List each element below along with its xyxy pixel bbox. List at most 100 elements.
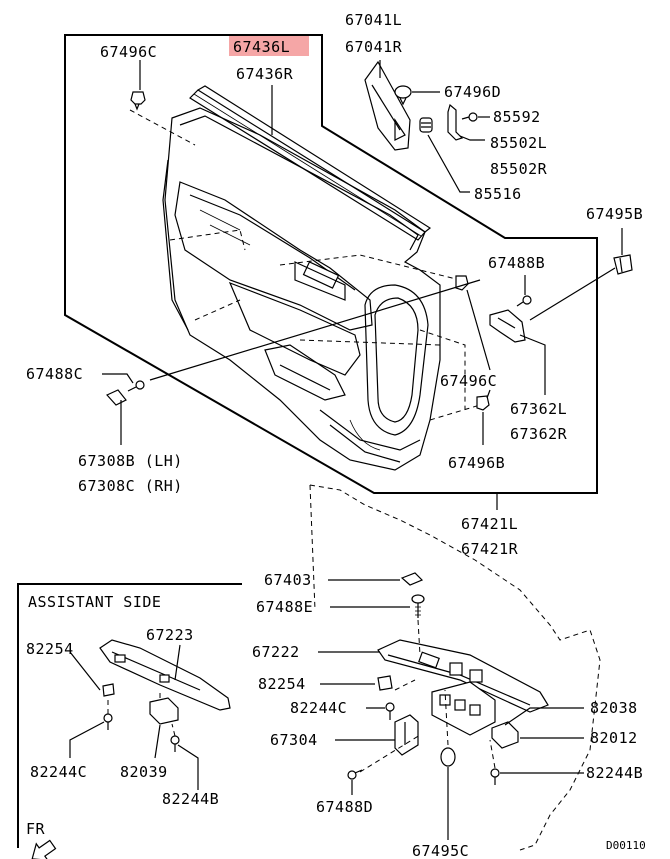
leader-line [519,334,546,395]
label-82254-right: 82254 [258,675,306,693]
guide-line [429,404,481,421]
label-67421l: 67421L [461,515,518,533]
label-67222: 67222 [252,643,300,661]
guide-line [489,739,496,769]
screw-67488d [347,769,363,780]
clip-67496c-top [130,91,146,111]
clip-67496d [394,85,412,106]
guide-line [359,734,421,773]
guide-line [419,329,466,410]
switch-82012 [491,721,519,749]
label-67488e: 67488E [256,598,313,616]
label-67496d: 67496D [444,83,501,101]
label-67488b: 67488B [488,254,545,272]
label-67436r: 67436R [236,65,294,83]
clip-82254-left [102,683,115,697]
label-fr: FR [26,820,46,838]
grommet-85516 [419,117,433,133]
label-67496b: 67496B [448,454,505,472]
screw-85592 [461,112,478,122]
label-67403: 67403 [264,571,312,589]
label-67488c: 67488C [26,365,83,383]
guide-line [444,689,449,746]
label-82254-left: 82254 [26,640,74,658]
guide-line [171,723,176,737]
label-82244b-right: 82244B [586,764,643,782]
label-67495c: 67495C [412,842,469,859]
label-82244c-left: 82244C [30,763,87,781]
clip-67495b [613,254,633,275]
screw-67488c [127,380,145,392]
door-trim-panel [162,107,441,471]
label-67223: 67223 [146,626,194,644]
assistant-side-frame [17,583,242,848]
leader-line [174,644,181,681]
screw-67488e [411,594,425,618]
label-82039: 82039 [120,763,168,781]
door-panel-outline [309,484,601,851]
inner-handle-bracket [489,309,526,343]
switch-panel-67223 [99,639,231,711]
screw-82244c-left [103,713,113,730]
delta-cover-garnish [364,60,411,151]
label-67436l: 67436L [233,38,290,56]
clip-82254-right [377,675,393,691]
label-67304: 67304 [270,731,318,749]
leader-line [102,373,134,384]
guide-line [129,109,196,146]
highlight-box [229,36,309,56]
label-85516: 85516 [474,185,522,203]
label-assistant-side: ASSISTANT SIDE [28,593,161,611]
front-direction-arrow-icon [31,839,57,859]
leader-line [177,744,199,790]
leader-line [154,724,161,759]
screw-cover-67308 [106,389,127,406]
label-67495b: 67495B [586,205,643,223]
label-85502r: 85502R [490,160,548,178]
clip-67496b [476,395,490,411]
label-82244c-right: 82244C [290,699,347,717]
label-67496c-top: 67496C [100,43,157,61]
belt-weatherstrip [189,85,432,241]
screw-82244b-left [170,735,180,752]
label-67308b: 67308B (LH) [78,452,183,470]
label-67041r: 67041R [345,38,403,56]
bracket-85502 [447,103,464,141]
label-85502l: 85502L [490,134,547,152]
label-67362r: 67362R [510,425,568,443]
guide-line [299,339,441,346]
label-82244b-left: 82244B [162,790,219,808]
label-67362l: 67362L [510,400,567,418]
screw-82244c-right [385,702,395,720]
bracket-67304 [394,714,419,756]
leader-line [149,279,481,381]
leader-line [427,134,470,193]
screw-67488b [516,295,532,307]
clip-67495c [440,747,456,767]
leader-line [69,721,105,758]
screw-82244b-right [490,768,500,785]
label-82038: 82038 [590,699,638,717]
diagram-id: D00110 [606,839,646,852]
leader-line [529,267,616,321]
cap-67403 [400,572,424,586]
label-67308c: 67308C (RH) [78,477,183,495]
leader-line [69,651,101,691]
label-85592: 85592 [493,108,541,126]
label-67041l: 67041L [345,11,402,29]
guide-line [194,299,241,321]
leader-line [466,289,491,399]
clip-67496c-mid [455,275,469,291]
label-82012: 82012 [590,729,638,747]
label-67421r: 67421R [461,540,519,558]
label-67488d: 67488D [316,798,373,816]
guide-line [417,619,421,656]
switch-82039 [149,697,179,725]
power-window-switch-82038 [431,662,496,736]
label-67496c-mid: 67496C [440,372,497,390]
guide-line [394,679,416,691]
leader-line [459,135,485,141]
guide-line [169,229,246,251]
